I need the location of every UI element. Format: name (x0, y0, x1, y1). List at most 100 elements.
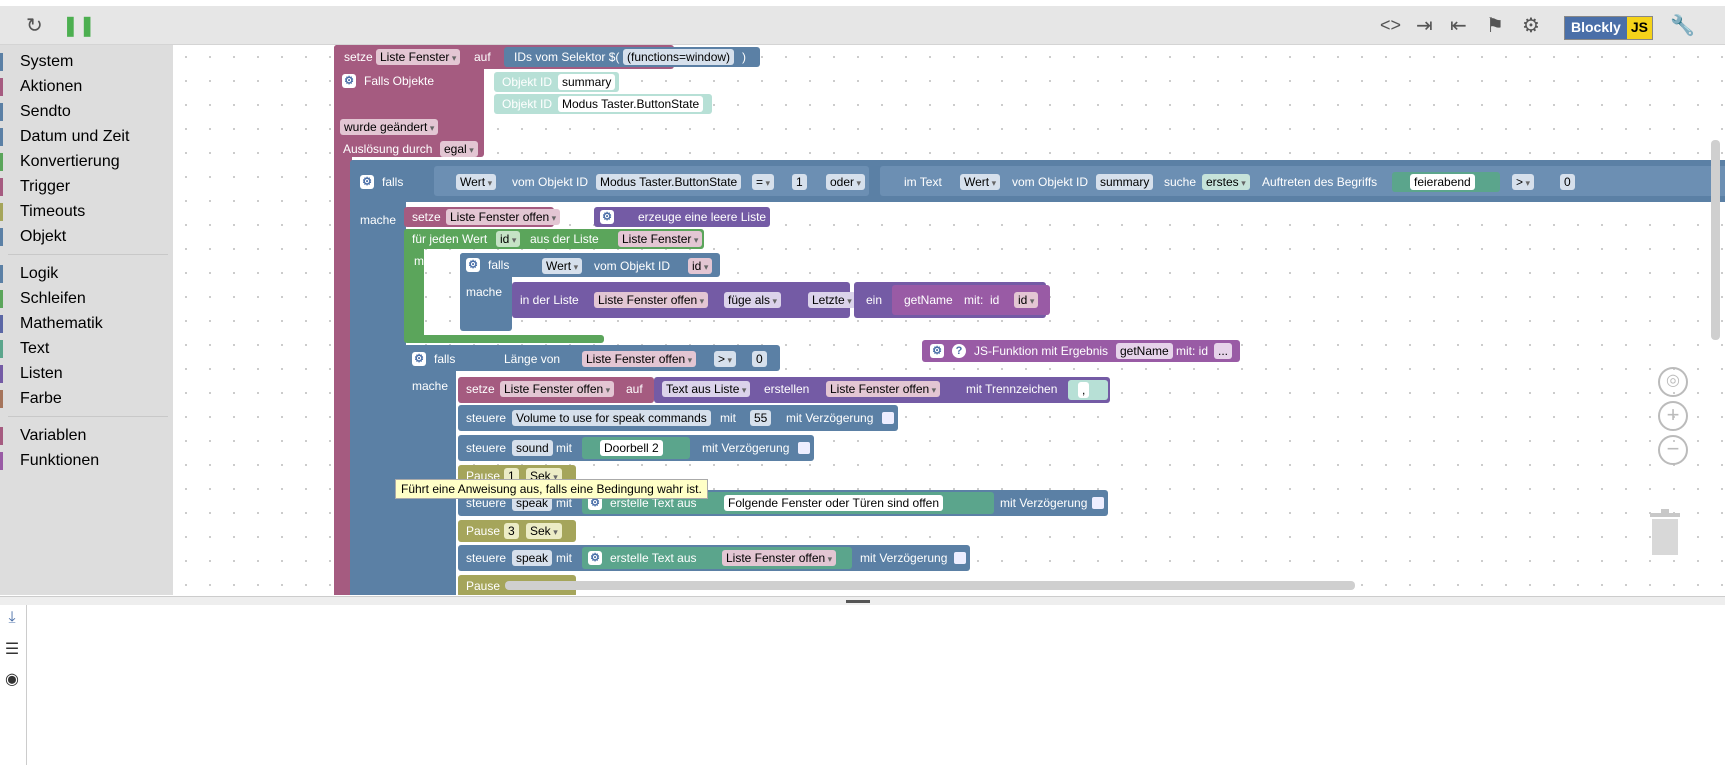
pos-dropdown[interactable]: Letzte (808, 292, 856, 308)
steuere1-val[interactable]: 55 (750, 410, 772, 426)
empty-list-block[interactable] (594, 207, 770, 227)
zoom-in-icon[interactable]: + (1658, 401, 1688, 431)
oder-dropdown[interactable]: oder (826, 174, 866, 190)
obj2-value[interactable]: summary (1096, 174, 1154, 190)
wert2-dropdown[interactable]: Wert (960, 174, 1001, 190)
if3-num[interactable]: 0 (752, 351, 767, 367)
pause-icon[interactable]: ❚❚ (62, 14, 96, 37)
toolbox-category-schleifen[interactable]: Schleifen (0, 287, 86, 311)
flag-icon[interactable]: ⚑ (1486, 14, 1504, 37)
obj1-value[interactable]: summary (558, 74, 616, 90)
foreach-var[interactable]: id (496, 231, 521, 247)
pause2-num[interactable]: 3 (504, 523, 519, 539)
scroll-down-icon[interactable]: ⤓ (8, 609, 16, 626)
if3-list[interactable]: Liste Fenster offen (582, 351, 697, 367)
steuere3-val[interactable]: Folgende Fenster oder Türen sind offen (724, 495, 944, 511)
toolbox-category-datum-und-zeit[interactable]: Datum und Zeit (0, 125, 129, 149)
sep-value[interactable]: , (1078, 382, 1090, 398)
begriff-value[interactable]: feierabend (1410, 174, 1475, 190)
trigger-block-spine[interactable] (334, 45, 352, 595)
toolbox-category-mathematik[interactable]: Mathematik (0, 312, 103, 336)
selector-value[interactable]: (functions=window) (623, 49, 735, 65)
pause2-unit[interactable]: Sek (526, 523, 562, 539)
gt-dropdown[interactable]: > (1512, 174, 1535, 190)
gear-icon[interactable]: ⚙ (588, 496, 602, 510)
toolbox-category-objekt[interactable]: Objekt (0, 225, 66, 249)
gear-icon[interactable]: ⚙ (588, 551, 602, 565)
steuere4-target[interactable]: speak (512, 550, 553, 566)
foreach-spine[interactable] (404, 229, 424, 341)
gear-icon[interactable]: ⚙ (360, 175, 374, 189)
delay-checkbox[interactable] (798, 442, 810, 454)
gear-icon[interactable]: ⚙ (342, 74, 356, 88)
erstes-dropdown[interactable]: erstes (1202, 174, 1250, 190)
if-block-2-head[interactable] (460, 253, 720, 277)
toolbox-category-funktionen[interactable]: Funktionen (0, 449, 99, 473)
gear-icon[interactable]: ⚙ (930, 344, 944, 358)
setze3-list[interactable]: Liste Fenster offen (826, 381, 941, 397)
mode-dropdown[interactable]: füge als (724, 292, 782, 308)
toolbox-category-system[interactable]: System (0, 50, 73, 74)
gear-icon[interactable]: ⚙ (466, 258, 480, 272)
var2-dropdown[interactable]: Liste Fenster offen (446, 209, 561, 225)
id-dropdown[interactable]: id (688, 258, 713, 274)
text-aus-dropdown[interactable]: Text aus Liste (662, 381, 751, 397)
delay-checkbox[interactable] (882, 412, 894, 424)
toolbox-category-konvertierung[interactable]: Konvertierung (0, 150, 120, 174)
splitter-grip[interactable] (846, 600, 870, 603)
compare-block-2[interactable] (880, 166, 1725, 196)
trash-icon[interactable] (1648, 507, 1682, 557)
help-icon[interactable]: ? (952, 344, 966, 358)
toolbox-category-farbe[interactable]: Farbe (0, 387, 62, 411)
insert-list[interactable]: Liste Fenster offen (594, 292, 709, 308)
gear-icon[interactable]: ⚙ (412, 352, 426, 366)
op-dropdown[interactable]: = (752, 174, 775, 190)
setze3-var[interactable]: Liste Fenster offen (500, 381, 615, 397)
zero-field[interactable]: 0 (1560, 174, 1575, 190)
export-icon[interactable]: ⇥ (1416, 14, 1433, 37)
gear-icon[interactable]: ⚙ (600, 210, 614, 224)
changed-dropdown[interactable]: wurde geändert (340, 119, 439, 135)
toolbox-category-trigger[interactable]: Trigger (0, 175, 70, 199)
delay-checkbox[interactable] (954, 552, 966, 564)
blockly-js-toggle[interactable]: Blockly JS (1564, 16, 1653, 40)
var-dropdown[interactable]: Liste Fenster (376, 49, 461, 65)
list-icon[interactable]: ☰ (4, 641, 20, 658)
if-block-3-spine[interactable] (404, 345, 456, 595)
code-icon[interactable]: <> (1380, 14, 1402, 35)
wert-dropdown[interactable]: Wert (456, 174, 497, 190)
steuere2-target[interactable]: sound (512, 440, 553, 456)
toolbox-category-variablen[interactable]: Variablen (0, 424, 86, 448)
toolbox-category-listen[interactable]: Listen (0, 362, 63, 386)
import-icon[interactable]: ⇤ (1450, 14, 1467, 37)
refresh-icon[interactable]: ↻ (26, 14, 43, 37)
param-dropdown[interactable]: id (1014, 292, 1039, 308)
steuere4-list[interactable]: Liste Fenster offen (722, 550, 837, 566)
toolbox-category-logik[interactable]: Logik (0, 262, 58, 286)
ausloesung-dropdown[interactable]: egal (440, 141, 478, 157)
settings-icon[interactable]: ⚙ (1522, 14, 1540, 37)
if3-op[interactable]: > (714, 351, 737, 367)
blockly-workspace[interactable]: setze Liste Fenster auf IDs vom Selektor… (174, 45, 1725, 595)
delay-checkbox[interactable] (1092, 497, 1104, 509)
if-block-1-spine[interactable] (350, 160, 406, 595)
wert3-dropdown[interactable]: Wert (542, 258, 583, 274)
steuere2-val[interactable]: Doorbell 2 (600, 440, 663, 456)
toolbox-category-sendto[interactable]: Sendto (0, 100, 71, 124)
obj-value[interactable]: Modus Taster.ButtonState (596, 174, 742, 190)
wrench-icon[interactable]: 🔧 (1670, 14, 1695, 37)
toolbox-category-timeouts[interactable]: Timeouts (0, 200, 85, 224)
zoom-out-icon[interactable]: − (1658, 435, 1688, 465)
steuere3-target[interactable]: speak (512, 495, 553, 511)
toolbox-category-text[interactable]: Text (0, 337, 49, 361)
horizontal-scrollbar[interactable] (505, 581, 1355, 590)
obj2-value[interactable]: Modus Taster.ButtonState (558, 96, 704, 112)
toolbox-category-aktionen[interactable]: Aktionen (0, 75, 82, 99)
jsfunc-more[interactable]: ... (1214, 343, 1233, 359)
steuere1-target[interactable]: Volume to use for speak commands (512, 410, 711, 426)
recenter-icon[interactable]: ◎ (1658, 367, 1688, 397)
num-field[interactable]: 1 (792, 174, 807, 190)
vertical-scrollbar[interactable] (1711, 140, 1720, 340)
foreach-list[interactable]: Liste Fenster (618, 231, 703, 247)
jsfunc-name[interactable]: getName (1116, 343, 1173, 359)
